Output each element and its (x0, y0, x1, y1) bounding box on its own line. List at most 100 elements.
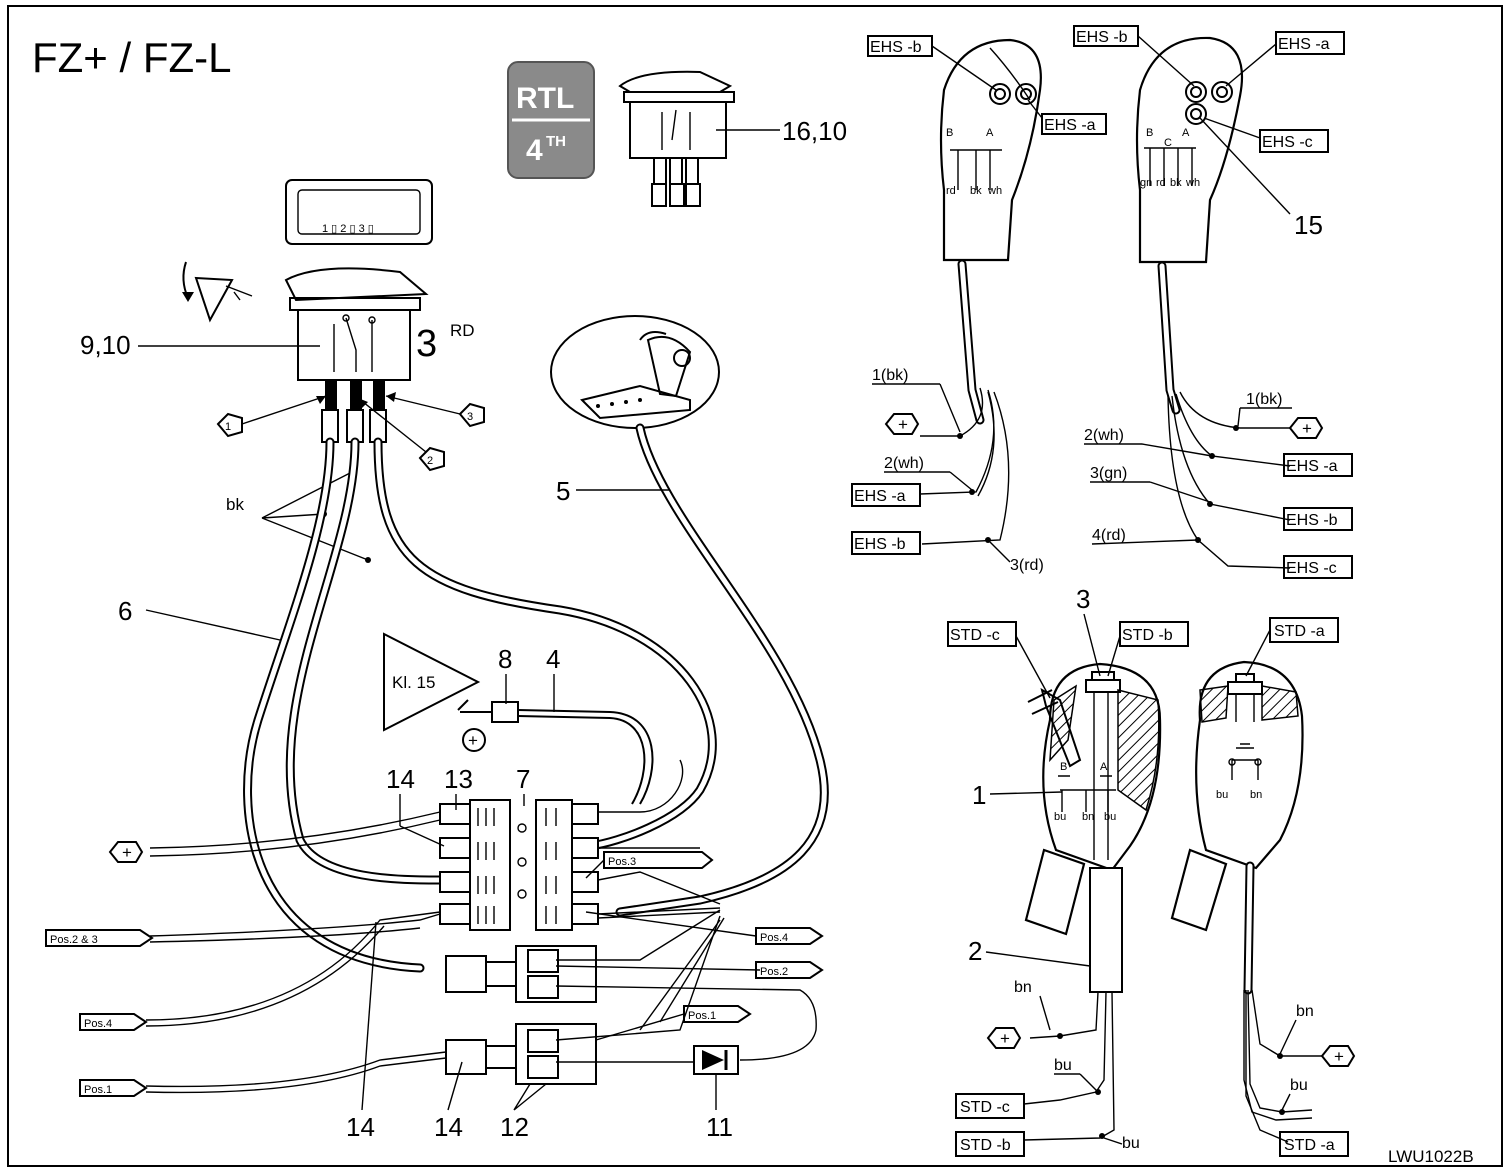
part-8: 8 (498, 644, 512, 674)
ehs-right-label-c-side: EHS -c (1203, 117, 1329, 153)
part-11: 11 (706, 1112, 733, 1142)
ehs-left-w1: 1(bk) (872, 367, 908, 384)
ehs-right-w1: 1(bk) (1246, 391, 1282, 408)
ehs-right-label-b-top: EHS -b (1073, 25, 1195, 87)
svg-text:EHS -c: EHS -c (1262, 134, 1313, 151)
svg-text:EHS -b: EHS -b (854, 536, 906, 553)
svg-text:EHS -c: EHS -c (1286, 560, 1337, 577)
svg-text:3: 3 (467, 411, 473, 423)
svg-text:Pos.4: Pos.4 (84, 1018, 112, 1030)
switch-position-window: 1 ▯ 2 ▯ 3 ▯ (285, 179, 433, 245)
svg-text:EHS -a: EHS -a (1044, 117, 1096, 134)
ehs-joystick-left: B A rd bk wh (919, 38, 1042, 545)
svg-text:+: + (1302, 419, 1312, 438)
svg-text:A: A (1100, 761, 1108, 773)
std-right-plus: + (1320, 1045, 1356, 1067)
part-7: 7 (516, 764, 530, 794)
part-5: 5 (556, 476, 570, 506)
plus-terminal-left: + (108, 841, 144, 863)
ehs-left-out-b: EHS -b (851, 531, 921, 555)
svg-text:bu: bu (1104, 811, 1116, 823)
rocker-switch-9-10 (284, 267, 429, 443)
part-6: 6 (118, 596, 132, 626)
svg-text:EHS -b: EHS -b (1286, 512, 1338, 529)
svg-text:1: 1 (225, 421, 231, 433)
pos-tag-pos2-right: Pos.2 (755, 961, 824, 979)
svg-text:rd: rd (946, 185, 956, 197)
svg-text:Pos.1: Pos.1 (84, 1084, 112, 1096)
ehs-joystick-right: B C A gn rd bk wh (1135, 36, 1291, 569)
rtl-4th-badge: RTL 4 TH (507, 61, 595, 179)
ehs-left-plus: + (884, 413, 920, 435)
part-3-std: 3 (1076, 584, 1090, 614)
ehs-left-w3: 3(rd) (1010, 557, 1044, 574)
harness-wires (145, 759, 817, 1094)
std-left-out-c: STD -c (955, 1093, 1025, 1119)
ehs-left-w2: 2(wh) (884, 455, 924, 472)
std-left-out-b: STD -b (955, 1131, 1025, 1157)
std-left-w-bn: bn (1014, 979, 1032, 996)
svg-text:STD -b: STD -b (960, 1137, 1011, 1154)
svg-text:EHS -b: EHS -b (1076, 29, 1128, 46)
svg-text:Pos.2: Pos.2 (760, 966, 788, 978)
part-9-10: 9,10 (80, 330, 131, 360)
ehs-right-w4: 4(rd) (1092, 527, 1126, 544)
svg-text:+: + (898, 415, 908, 434)
part-2-std: 2 (968, 936, 982, 966)
svg-text:Pos.4: Pos.4 (760, 932, 788, 944)
svg-text:B: B (1060, 761, 1067, 773)
svg-text:bu: bu (1054, 811, 1066, 823)
svg-text:EHS -a: EHS -a (1278, 36, 1330, 53)
std-left-w-bu2: bu (1122, 1135, 1140, 1152)
svg-text:+: + (1334, 1047, 1344, 1066)
rotation-arrow-icon (182, 261, 253, 323)
switch-position-marks: 1 ▯ 2 ▯ 3 ▯ (322, 223, 374, 235)
ehs-right-w3: 3(gn) (1090, 465, 1127, 482)
part-14-bottom-a: 14 (346, 1112, 375, 1142)
part-13: 13 (444, 764, 473, 794)
std-right-label-a: STD -a (1245, 617, 1339, 677)
svg-text:Pos.3: Pos.3 (608, 856, 636, 868)
svg-text:A: A (1182, 127, 1190, 139)
svg-text:+: + (1000, 1029, 1010, 1048)
kl15-label: Kl. 15 (392, 673, 435, 692)
ehs-right-out-c: EHS -c (1283, 555, 1353, 579)
svg-text:C: C (1164, 137, 1172, 149)
pin-3-callout: 3 (385, 392, 485, 428)
ehs-left-label-a-side: EHS -a (1027, 99, 1107, 135)
std-left-plus: + (986, 1027, 1022, 1049)
pos-tag-pos1-right: Pos.1 (595, 1005, 752, 1041)
svg-text:gn: gn (1140, 177, 1152, 189)
ehs-left-label-b-top: EHS -b (867, 35, 997, 91)
svg-text:STD -c: STD -c (960, 1099, 1010, 1116)
svg-text:STD -c: STD -c (950, 627, 1000, 644)
4th-label: 4 (526, 134, 543, 167)
svg-text:rd: rd (1156, 177, 1166, 189)
cable-5 (615, 423, 829, 917)
rd-label: RD (450, 321, 475, 340)
svg-text:Pos.1: Pos.1 (688, 1010, 716, 1022)
svg-text:bu: bu (1216, 789, 1228, 801)
part-1-std: 1 (972, 780, 986, 810)
pos-tag-pos4-left: Pos.4 (79, 1013, 148, 1031)
svg-text:bn: bn (1250, 789, 1262, 801)
svg-text:B: B (1146, 127, 1153, 139)
connector-upper (445, 945, 597, 1003)
bk-label: bk (226, 495, 244, 514)
pos-tag-pos4-right: Pos.4 (585, 911, 824, 945)
figure-code: LWU1022B (1388, 1147, 1474, 1166)
part-15: 15 (1294, 210, 1323, 240)
svg-text:2: 2 (427, 455, 433, 467)
svg-text:STD -b: STD -b (1122, 627, 1173, 644)
svg-text:bk: bk (970, 185, 982, 197)
diode-11 (693, 1045, 739, 1075)
std-left-label-c: STD -c (947, 621, 1051, 699)
connector-12 (445, 1023, 597, 1085)
svg-text:B: B (946, 127, 953, 139)
part-4: 4 (546, 644, 560, 674)
part-14-bottom-b: 14 (434, 1112, 463, 1142)
detail-bubble-mechanism (550, 315, 720, 429)
std-right-w-bn: bn (1296, 1003, 1314, 1020)
page-border (7, 5, 1503, 1167)
part-3: 3 (416, 323, 437, 365)
